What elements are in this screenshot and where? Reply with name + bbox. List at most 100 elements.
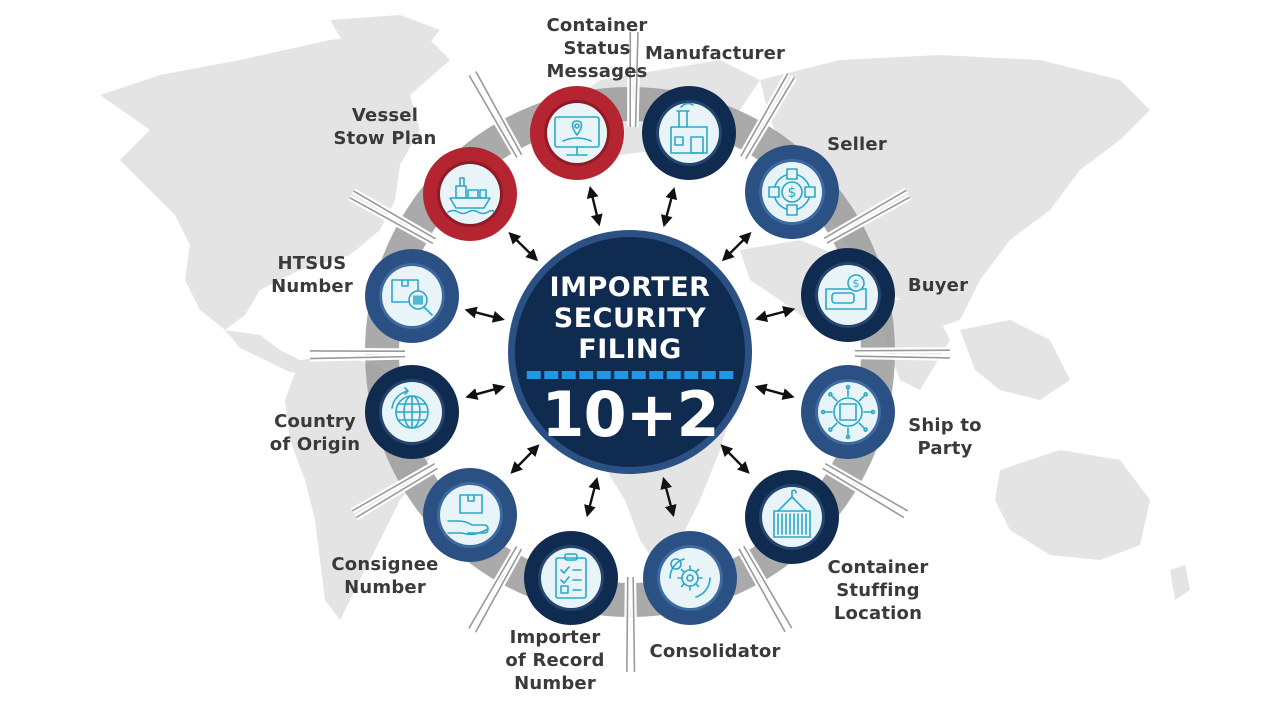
node-face (659, 103, 719, 163)
svg-text:$: $ (788, 185, 797, 201)
map-central-america (225, 330, 310, 375)
divider-dash (561, 371, 576, 379)
hand-package-icon (447, 494, 489, 536)
node-face (762, 162, 822, 222)
dollar-network-icon: $ (768, 168, 816, 216)
separator-line (743, 545, 793, 629)
separator-line (626, 576, 629, 672)
separator-line (310, 355, 406, 360)
label-seller: Seller (827, 134, 887, 155)
divider-dash (614, 371, 629, 379)
arrow-seller (721, 231, 752, 262)
node-container-status-messages (530, 86, 624, 180)
divider-dash (649, 371, 664, 379)
center-number: 10+2 (541, 378, 719, 451)
node-importer-of-record-number (524, 531, 618, 625)
arrow-consignee-number (510, 444, 540, 474)
node-seller: $ (745, 145, 839, 239)
node-face (440, 164, 500, 224)
map-north-america (100, 30, 450, 330)
center-dashed-divider (526, 371, 734, 379)
separator-line (475, 71, 523, 156)
divider-dash (631, 371, 646, 379)
separator-line (468, 545, 518, 629)
barcode-search-icon (391, 279, 433, 316)
arrow-importer-of-record-number (584, 477, 601, 518)
connection-arrows (464, 185, 796, 518)
label-consignee-number: Consignee Number (331, 554, 439, 598)
label-ship-to-party: Ship to Party (908, 415, 982, 459)
separator-line (823, 189, 907, 240)
arrow-buyer (754, 306, 796, 323)
separator-line (826, 196, 911, 244)
arrow-container-status-messages (586, 185, 603, 227)
arrow-consolidator (660, 476, 677, 518)
factory-icon (670, 102, 708, 154)
arrow-htsus-number (464, 306, 505, 323)
map-india (880, 300, 950, 390)
arrow-manufacturer (660, 187, 678, 228)
divider-dash (719, 371, 734, 379)
separator-line (738, 548, 786, 633)
divider-dash (666, 371, 681, 379)
separator-line (824, 463, 909, 512)
divider-dash (526, 371, 541, 379)
divider-dash (701, 371, 716, 379)
arrow-vessel-stow-plan (508, 231, 539, 262)
label-htsus-number: HTSUS Number (271, 253, 353, 297)
node-container-stuffing-location (745, 470, 839, 564)
label-vessel-stow-plan: Vessel Stow Plan (333, 105, 437, 149)
map-australia (995, 450, 1150, 560)
gear-cycle-icon (669, 558, 711, 598)
label-consolidator: Consolidator (649, 641, 781, 662)
separator-line (854, 355, 950, 359)
separator-line (822, 467, 905, 519)
cargo-container-icon (773, 489, 811, 538)
node-htsus-number (365, 249, 459, 343)
separator-line (740, 73, 789, 157)
node-buyer: $ (801, 248, 895, 342)
separator-line (632, 576, 636, 672)
separator-line (854, 349, 950, 352)
node-face (762, 487, 822, 547)
checklist-clipboard-icon (555, 553, 587, 599)
label-manufacturer: Manufacturer (644, 43, 786, 64)
node-face (547, 103, 607, 163)
center-title: IMPORTER SECURITY FILING (549, 272, 711, 365)
node-face (660, 548, 720, 608)
node-face (541, 548, 601, 608)
label-container-status-messages: Container Status Messages (546, 15, 648, 82)
center-text: IMPORTER SECURITY FILING 10+2 (510, 232, 750, 472)
globe-icon (391, 387, 429, 429)
label-container-stuffing-location: Container Stuffing Location (827, 557, 929, 624)
arrow-country-of-origin (465, 383, 506, 400)
arrow-container-stuffing-location (720, 444, 750, 474)
center-circle-inner (515, 237, 745, 467)
separator-line (353, 190, 436, 240)
separator-line (474, 548, 523, 633)
label-importer-of-record-number: Importer of Record Number (505, 627, 605, 694)
arrow-ship-to-party (754, 383, 795, 400)
separator-line (355, 467, 438, 519)
node-manufacturer (642, 86, 736, 180)
node-ship-to-party (801, 365, 895, 459)
node-consolidator (643, 531, 737, 625)
map-greenland (330, 15, 440, 60)
package-distribution-icon (820, 384, 876, 440)
element-nodes: $$ (365, 86, 895, 625)
divider-dash (684, 371, 699, 379)
divider-dash (579, 371, 594, 379)
svg-text:$: $ (853, 277, 860, 290)
separator-line (634, 32, 639, 128)
center-badge (508, 230, 752, 474)
label-country-of-origin: Country of Origin (269, 411, 361, 455)
separator-line (349, 196, 434, 245)
label-buyer: Buyer (907, 275, 969, 296)
divider-dash (544, 371, 559, 379)
cargo-ship-icon (447, 177, 495, 215)
divider-dash (596, 371, 611, 379)
map-southeast-asia (960, 320, 1070, 400)
node-country-of-origin (365, 365, 459, 459)
map-new-zealand (1170, 565, 1190, 600)
